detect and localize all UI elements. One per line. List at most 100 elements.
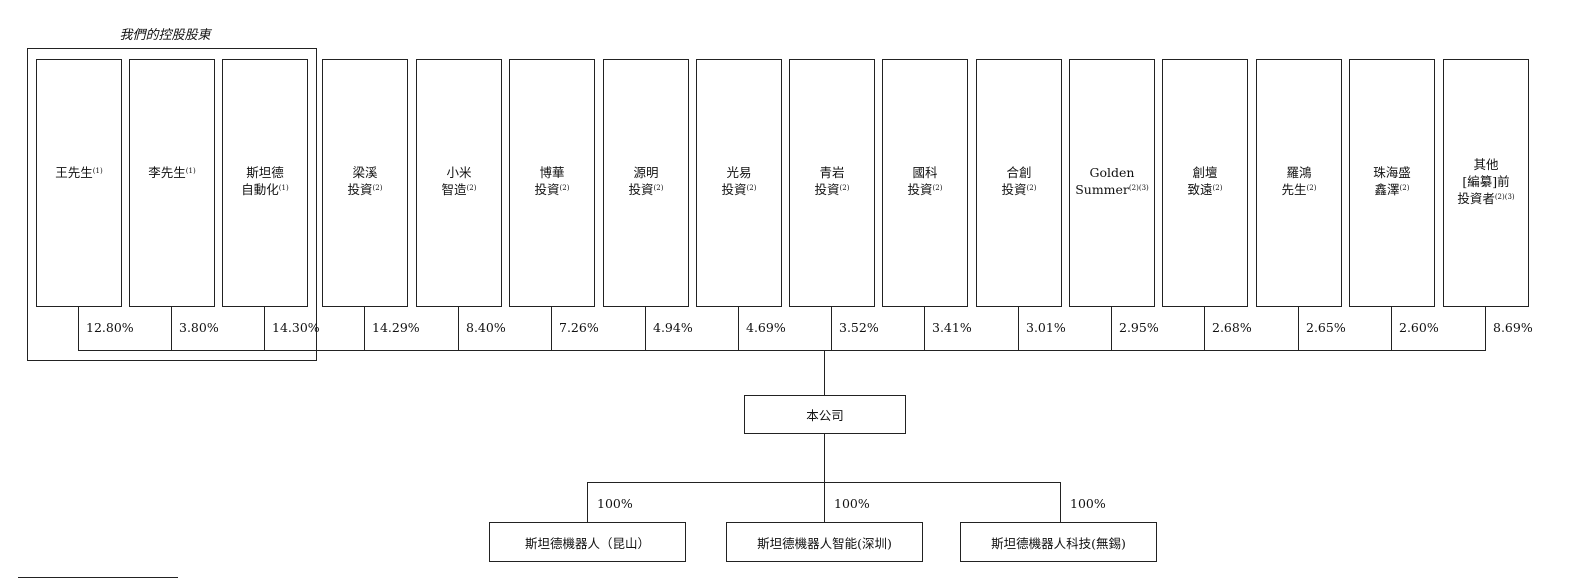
subsidiary-stem (824, 434, 826, 482)
shareholder-name: 投資 (907, 182, 933, 197)
shareholder-name: 珠海盛 (1373, 165, 1411, 180)
shareholder-name: 投資 (814, 182, 840, 197)
shareholder-name: 投資 (534, 182, 560, 197)
shareholder-box: 李先生(1) (129, 59, 215, 307)
ownership-line (645, 307, 647, 351)
shareholder-name: 青岩 (819, 165, 845, 180)
shareholder-name: 先生 (1281, 182, 1307, 197)
ownership-percent: 3.80% (179, 320, 219, 335)
subsidiary-box: 斯坦德機器人（昆山） (489, 522, 686, 562)
subsidiary-percent: 100% (597, 496, 633, 511)
footnote-ref: (2) (1306, 184, 1317, 192)
ownership-percent: 3.52% (839, 320, 879, 335)
shareholder-box: 光易投資(2) (696, 59, 782, 307)
ownership-line (924, 307, 926, 351)
ownership-percent: 3.41% (932, 320, 972, 335)
ownership-percent: 2.95% (1119, 320, 1159, 335)
controlling-shareholders-group (27, 48, 317, 361)
ownership-line (1111, 307, 1113, 351)
ownership-line (831, 307, 833, 351)
ownership-line (738, 307, 740, 351)
shareholder-name: 自動化 (241, 182, 279, 197)
footnote-ref: (2) (372, 184, 383, 192)
footnote-ref: (1) (92, 167, 103, 175)
shareholder-name: 王先生 (55, 165, 93, 180)
shareholder-box: 羅鴻先生(2) (1256, 59, 1342, 307)
ownership-percent: 4.94% (653, 320, 693, 335)
shareholder-name: 投資 (628, 182, 654, 197)
footnote-divider (18, 577, 178, 578)
shareholder-name: 投資 (721, 182, 747, 197)
footnote-ref: (2) (1212, 184, 1223, 192)
shareholder-bus-line (78, 350, 1486, 352)
ownership-line (458, 307, 460, 351)
shareholder-name: 投資 (347, 182, 373, 197)
shareholder-box: 梁溪投資(2) (322, 59, 408, 307)
shareholder-name: 小米 (446, 165, 472, 180)
ownership-percent: 7.26% (559, 320, 599, 335)
shareholder-name: 國科 (912, 165, 938, 180)
footnote-ref: (2)(3) (1128, 184, 1149, 192)
shareholder-name: 致遠 (1187, 182, 1213, 197)
footnote-ref: (1) (185, 167, 196, 175)
ownership-line (264, 307, 266, 351)
ownership-line (1204, 307, 1206, 351)
subsidiary-box: 斯坦德機器人科技(無錫) (960, 522, 1157, 562)
shareholder-box: 其他[編纂]前投資者(2)(3) (1443, 59, 1529, 307)
ownership-line (171, 307, 173, 351)
shareholder-name: 光易 (726, 165, 752, 180)
footnote-ref: (2) (1026, 184, 1037, 192)
shareholder-name: Summer (1075, 182, 1129, 197)
shareholder-name: Golden (1089, 165, 1135, 180)
shareholder-box: 王先生(1) (36, 59, 122, 307)
shareholder-name: 創壇 (1192, 165, 1218, 180)
shareholder-name: 博華 (539, 165, 565, 180)
footnote-ref: (2) (653, 184, 664, 192)
footnote-ref: (2) (559, 184, 570, 192)
ownership-percent: 2.68% (1212, 320, 1252, 335)
company-box: 本公司 (744, 395, 906, 434)
ownership-percent: 2.60% (1399, 320, 1439, 335)
footnote-ref: (2) (932, 184, 943, 192)
shareholder-name: 羅鴻 (1286, 165, 1312, 180)
ownership-line (1298, 307, 1300, 351)
ownership-percent: 8.69% (1493, 320, 1533, 335)
shareholder-name: 源明 (633, 165, 659, 180)
ownership-percent: 2.65% (1306, 320, 1346, 335)
footnote-ref: (2) (466, 184, 477, 192)
shareholder-box: 珠海盛鑫澤(2) (1349, 59, 1435, 307)
shareholder-name: [編纂]前 (1462, 174, 1510, 189)
shareholder-box: 國科投資(2) (882, 59, 968, 307)
subsidiary-percent: 100% (834, 496, 870, 511)
shareholder-box: 源明投資(2) (603, 59, 689, 307)
footnote-ref: (2) (746, 184, 757, 192)
company-connector (824, 350, 826, 395)
subsidiary-connector (824, 482, 826, 522)
shareholder-name: 李先生 (148, 165, 186, 180)
controlling-shareholders-title: 我們的控股股東 (119, 28, 211, 43)
shareholder-name: 鑫澤 (1374, 182, 1400, 197)
shareholder-name: 投資者 (1457, 191, 1495, 206)
ownership-percent: 4.69% (746, 320, 786, 335)
ownership-line (1018, 307, 1020, 351)
ownership-percent: 12.80% (86, 320, 134, 335)
shareholder-name: 梁溪 (352, 165, 378, 180)
shareholder-name: 合創 (1006, 165, 1032, 180)
subsidiary-connector (587, 482, 589, 522)
ownership-line (1485, 307, 1487, 351)
shareholder-box: 博華投資(2) (509, 59, 595, 307)
ownership-line (1391, 307, 1393, 351)
shareholder-box: 斯坦德自動化(1) (222, 59, 308, 307)
shareholder-name: 斯坦德 (246, 165, 284, 180)
ownership-line (364, 307, 366, 351)
shareholder-box: 青岩投資(2) (789, 59, 875, 307)
ownership-percent: 14.29% (372, 320, 420, 335)
ownership-percent: 8.40% (466, 320, 506, 335)
ownership-percent: 14.30% (272, 320, 320, 335)
subsidiary-connector (1060, 482, 1062, 522)
subsidiary-percent: 100% (1070, 496, 1106, 511)
shareholder-box: 小米智造(2) (416, 59, 502, 307)
shareholder-box: 合創投資(2) (976, 59, 1062, 307)
shareholder-name: 智造 (441, 182, 467, 197)
